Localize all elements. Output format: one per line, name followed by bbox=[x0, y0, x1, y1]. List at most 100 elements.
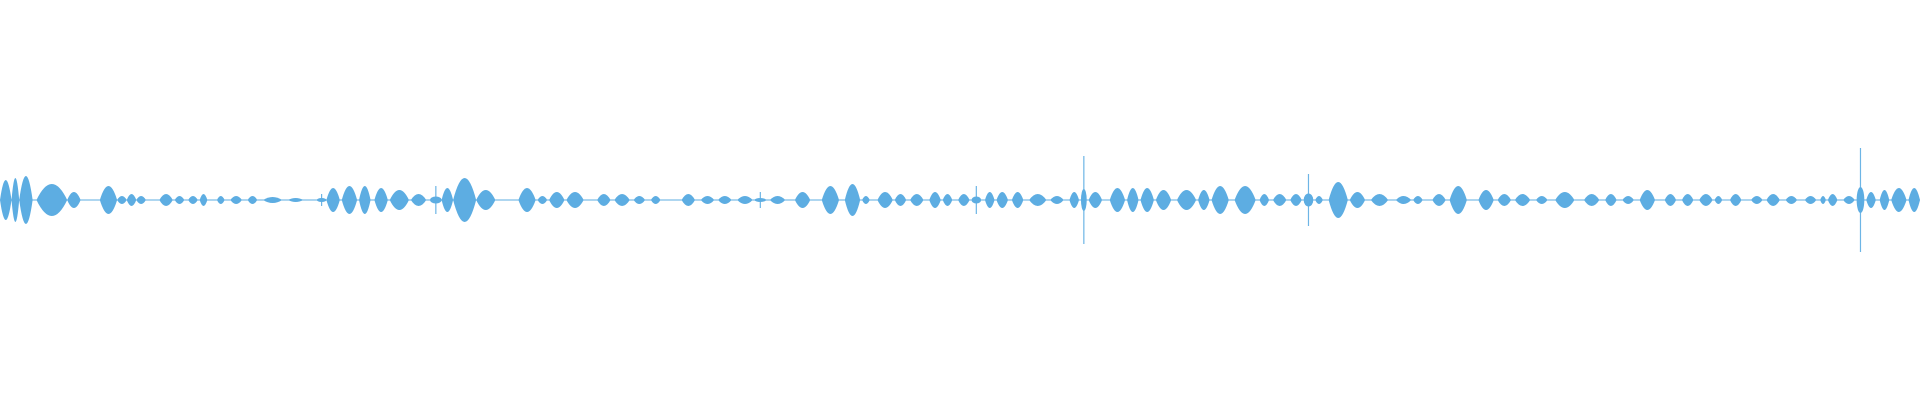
waveform-blob bbox=[1234, 186, 1256, 214]
waveform-blob bbox=[1395, 196, 1412, 204]
waveform-blob bbox=[247, 196, 258, 204]
waveform-blob bbox=[1605, 194, 1617, 206]
waveform-blob bbox=[821, 186, 840, 214]
waveform-blob bbox=[1866, 192, 1876, 208]
waveform-blob bbox=[910, 194, 924, 206]
waveform-blob bbox=[1908, 188, 1920, 212]
waveform-blob bbox=[1843, 196, 1855, 204]
waveform-blob bbox=[794, 192, 811, 208]
waveform-blob bbox=[126, 194, 137, 206]
waveform-blob bbox=[1140, 188, 1154, 212]
waveform-blob bbox=[1514, 194, 1531, 206]
waveform-blob bbox=[1891, 188, 1907, 212]
waveform-blob bbox=[230, 196, 242, 204]
waveform-blob bbox=[1820, 196, 1826, 204]
waveform-blob bbox=[410, 194, 427, 206]
waveform-blob bbox=[1449, 186, 1467, 214]
waveform-blob bbox=[1536, 196, 1548, 204]
waveform-spike bbox=[1859, 148, 1862, 252]
waveform-blob bbox=[1211, 186, 1229, 214]
waveform-blob bbox=[1584, 194, 1600, 206]
waveform-blob bbox=[174, 196, 185, 204]
waveform-blob bbox=[518, 188, 536, 212]
waveform-blob bbox=[862, 196, 870, 204]
waveform-blob bbox=[263, 197, 283, 203]
waveform-blob bbox=[159, 194, 173, 206]
waveform-segments bbox=[0, 148, 1920, 252]
waveform-blob bbox=[681, 194, 696, 206]
waveform-blob bbox=[36, 184, 68, 216]
waveform-blob bbox=[1639, 190, 1656, 210]
waveform-blob bbox=[67, 192, 81, 208]
waveform-blob bbox=[700, 196, 715, 204]
waveform-blob bbox=[1109, 188, 1126, 212]
waveform-blob bbox=[1290, 194, 1302, 206]
waveform-blob bbox=[1804, 196, 1817, 204]
waveform-blob bbox=[614, 194, 630, 206]
waveform-spike bbox=[759, 192, 761, 208]
waveform-blob bbox=[929, 192, 941, 208]
waveform-blob bbox=[1714, 196, 1723, 204]
waveform-blob bbox=[1155, 190, 1172, 210]
waveform-blob bbox=[718, 196, 732, 204]
waveform-blob bbox=[199, 194, 208, 206]
waveform-blob bbox=[1198, 190, 1210, 210]
waveform-blob bbox=[566, 192, 584, 208]
waveform-blob bbox=[984, 192, 995, 208]
waveform-blob bbox=[1785, 196, 1798, 204]
waveform-blob bbox=[1011, 192, 1024, 208]
waveform-blob bbox=[996, 192, 1008, 208]
waveform-blob bbox=[1413, 196, 1423, 204]
waveform-spike bbox=[1307, 174, 1310, 226]
waveform-blob bbox=[1478, 190, 1494, 210]
waveform-blob bbox=[1622, 196, 1634, 204]
waveform-blob bbox=[453, 178, 477, 222]
waveform-blob bbox=[633, 196, 646, 204]
waveform-blob bbox=[1827, 194, 1838, 206]
waveform-blob bbox=[1681, 194, 1694, 206]
waveform-blob bbox=[1315, 196, 1323, 204]
waveform-blob bbox=[1050, 196, 1064, 204]
waveform-blob bbox=[359, 186, 371, 214]
waveform-blob bbox=[1176, 190, 1197, 210]
waveform-blob bbox=[1729, 194, 1742, 206]
waveform-blob bbox=[288, 198, 304, 202]
waveform-blob bbox=[650, 196, 661, 204]
waveform-blob bbox=[188, 196, 198, 204]
waveform-blob bbox=[389, 190, 409, 210]
waveform-blob bbox=[19, 176, 33, 224]
waveform-blob bbox=[476, 190, 496, 210]
waveform-blob bbox=[99, 186, 118, 214]
waveform-blob bbox=[117, 196, 127, 204]
waveform-blob bbox=[844, 184, 861, 216]
waveform-blob bbox=[326, 188, 340, 212]
waveform-spike bbox=[975, 186, 977, 214]
waveform-blob bbox=[942, 194, 953, 206]
waveform-blob bbox=[1088, 192, 1103, 208]
waveform-blob bbox=[1370, 194, 1389, 206]
waveform-blob bbox=[1751, 196, 1763, 204]
waveform-blob bbox=[1497, 194, 1512, 206]
waveform-blob bbox=[11, 178, 20, 222]
waveform-blob bbox=[1432, 194, 1446, 206]
waveform-blob bbox=[877, 192, 893, 208]
waveform-blob bbox=[549, 192, 565, 208]
waveform-blob bbox=[1664, 194, 1677, 206]
waveform-spike bbox=[435, 186, 437, 214]
waveform-blob bbox=[1766, 194, 1780, 206]
waveform-blob bbox=[769, 196, 786, 204]
waveform-blob bbox=[374, 188, 388, 212]
waveform-blob bbox=[0, 180, 12, 220]
waveform-blob bbox=[1029, 194, 1047, 206]
waveform-blob bbox=[1879, 190, 1890, 210]
waveform-blob bbox=[597, 194, 611, 206]
waveform-blob bbox=[1349, 192, 1366, 208]
waveform-blob bbox=[1069, 192, 1080, 208]
waveform-blob bbox=[1259, 194, 1270, 206]
waveform-blob bbox=[441, 188, 454, 212]
waveform-blob bbox=[1328, 182, 1348, 218]
waveform-blob bbox=[894, 194, 907, 206]
waveform-blob bbox=[216, 196, 225, 204]
